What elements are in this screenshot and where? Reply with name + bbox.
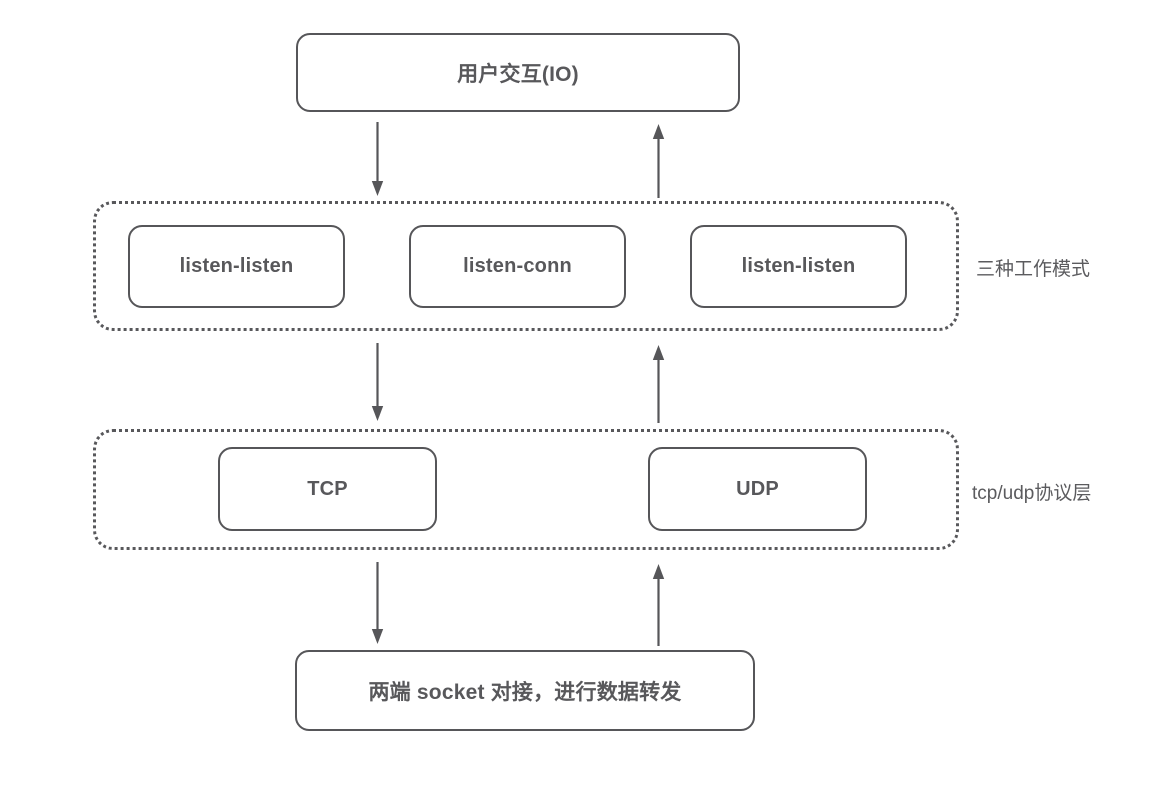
node-label: listen-listen	[741, 255, 856, 277]
group-tcp-udp-protocol	[93, 429, 959, 550]
group-working-modes	[93, 201, 959, 331]
node-protocol-tcp[interactable]: TCP	[218, 447, 437, 531]
node-label: listen-conn	[463, 255, 572, 277]
node-label: UDP	[736, 477, 779, 500]
node-mode-listen-conn[interactable]: listen-conn	[409, 225, 626, 308]
arrow-modes-to-io	[649, 122, 669, 198]
node-label: 用户交互(IO)	[457, 62, 579, 86]
arrow-protocol-to-modes	[649, 343, 669, 423]
arrow-io-to-modes	[368, 122, 388, 198]
node-user-interaction-io[interactable]: 用户交互(IO)	[296, 33, 740, 112]
node-socket-forwarding[interactable]: 两端 socket 对接，进行数据转发	[295, 650, 755, 731]
node-label: listen-listen	[179, 255, 294, 277]
arrow-modes-to-protocol	[368, 343, 388, 423]
arrow-socket-to-protocol	[649, 562, 669, 646]
arrow-protocol-to-socket	[368, 562, 388, 646]
node-label: 两端 socket 对接，进行数据转发	[368, 680, 682, 704]
node-label: TCP	[307, 477, 348, 500]
label-tcp-udp-protocol: tcp/udp协议层	[972, 483, 1092, 504]
label-working-modes: 三种工作模式	[976, 259, 1091, 280]
node-mode-listen-listen-2[interactable]: listen-listen	[690, 225, 907, 308]
node-mode-listen-listen-1[interactable]: listen-listen	[128, 225, 345, 308]
node-protocol-udp[interactable]: UDP	[648, 447, 867, 531]
